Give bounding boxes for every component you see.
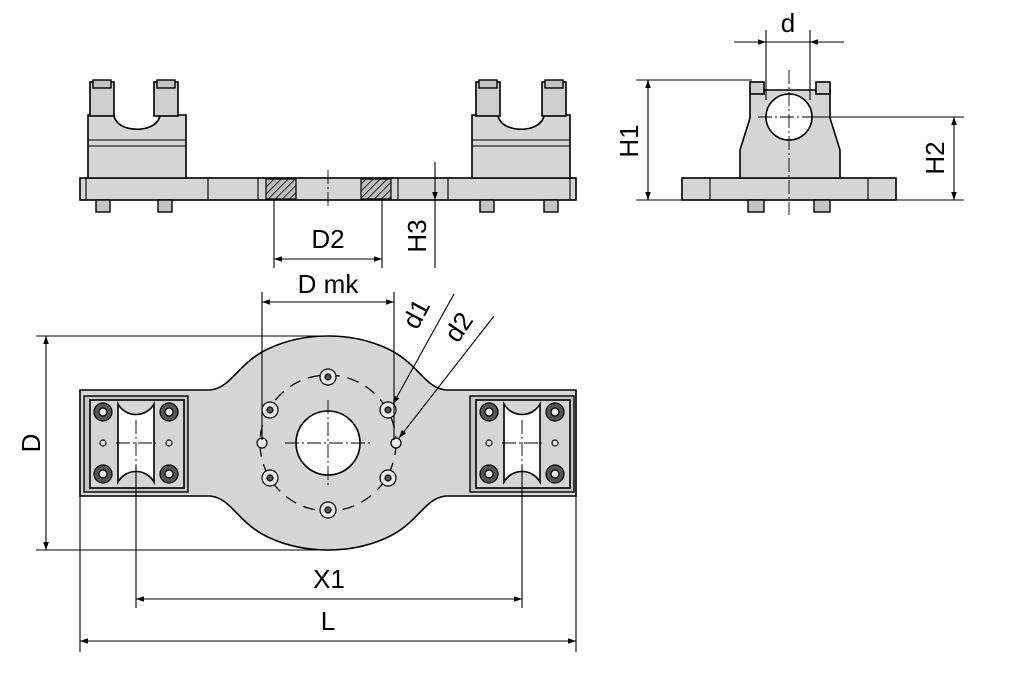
h1-label: H1 — [614, 124, 644, 157]
d2-bore-label: D2 — [311, 224, 344, 254]
d2-leader — [398, 315, 495, 439]
h3-label: H3 — [402, 219, 432, 252]
dmk-label: D mk — [298, 269, 360, 299]
d1-label: d1 — [396, 294, 436, 334]
side-view: d H1 H2 — [614, 8, 964, 215]
front-view: D2 H3 — [79, 79, 577, 268]
front-clamp-left — [87, 79, 187, 213]
mounting-holes — [256, 368, 402, 519]
l-label: L — [321, 606, 335, 636]
front-clamp-right — [471, 79, 571, 213]
h2-label: H2 — [920, 141, 950, 174]
x1-label: X1 — [313, 564, 345, 594]
d-outer-label: D — [16, 434, 46, 453]
d-diameter-label: d — [781, 8, 795, 38]
section-hatch-left — [265, 178, 297, 200]
top-view: D mk d1 d2 D X1 L — [16, 269, 577, 652]
section-hatch-right — [360, 178, 392, 200]
d1-leader — [392, 293, 455, 405]
center-bore — [295, 410, 361, 476]
